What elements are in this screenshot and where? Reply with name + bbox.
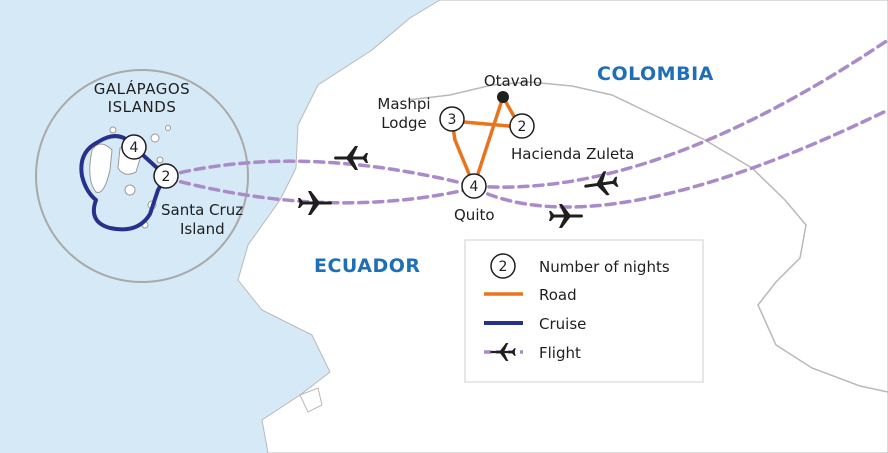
inset-title: GALÁPAGOS [94, 79, 190, 98]
flight-route-santa-cruz-quito [164, 159, 476, 188]
svg-text:2: 2 [162, 169, 171, 185]
legend-cruise-label: Cruise [539, 315, 586, 333]
nights-badge-hacienda: 2 [509, 113, 535, 139]
svg-text:2: 2 [518, 119, 527, 135]
nights-badge-cruise: 4 [121, 134, 147, 160]
otavalo-marker [497, 91, 509, 103]
country-label-ecuador: ECUADOR [314, 255, 421, 277]
nights-badge-santa-cruz: 2 [153, 163, 179, 189]
country-border [407, 81, 888, 393]
country-label-colombia: COLOMBIA [597, 63, 714, 85]
place-label-santa-cruz-line2: Island [180, 220, 225, 238]
place-label-mashpi: Mashpi [377, 95, 430, 113]
nights-badge-mashpi: 3 [439, 106, 465, 132]
flight-route-international-lower [472, 108, 888, 209]
flight-route-international-upper [472, 38, 888, 189]
cruise-route [79, 134, 168, 232]
nights-badge-quito: 4 [461, 173, 487, 199]
legend: 2 Number of nights Road Cruise Flight [464, 239, 704, 383]
legend-nights-label: Number of nights [539, 258, 670, 276]
place-label-mashpi-line2: Lodge [381, 114, 427, 132]
place-label-hacienda: Hacienda Zuleta [511, 145, 634, 163]
flight-routes [164, 38, 888, 209]
place-label-otavalo: Otavalo [484, 72, 542, 90]
galapagos-islands [89, 125, 171, 229]
legend-nights-sample: 2 [490, 253, 516, 279]
svg-text:4: 4 [130, 140, 139, 156]
legend-road-label: Road [539, 286, 577, 304]
flight-route-santa-cruz-quito-lower [164, 176, 476, 205]
galapagos-inset [35, 69, 249, 283]
svg-text:4: 4 [470, 179, 479, 195]
coast-detail [299, 387, 323, 413]
place-label-santa-cruz: Santa Cruz [161, 201, 243, 219]
place-label-quito: Quito [454, 206, 495, 224]
svg-text:2: 2 [499, 259, 508, 275]
inset-title-line2: ISLANDS [108, 98, 177, 116]
legend-flight-label: Flight [539, 344, 581, 362]
svg-text:3: 3 [448, 112, 457, 128]
